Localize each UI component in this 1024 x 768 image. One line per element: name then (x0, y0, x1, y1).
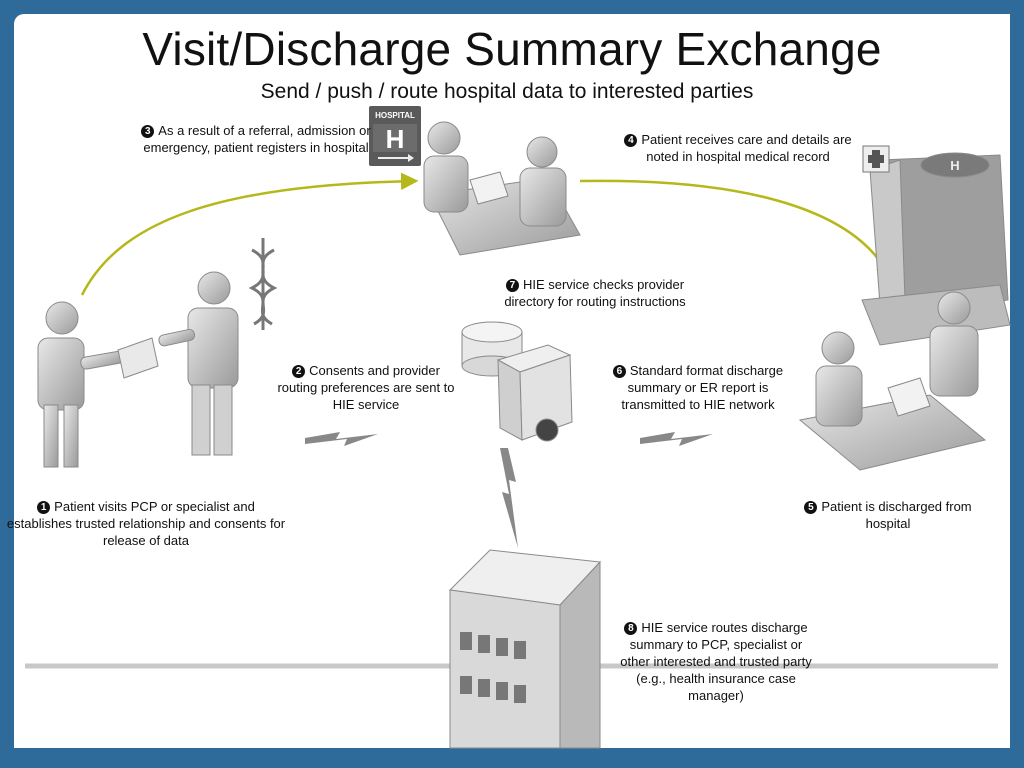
step-text: As a result of a referral, admission or … (143, 123, 371, 155)
helipad-letter: H (950, 158, 959, 173)
flow-arrow-registration-to-hospital (579, 179, 892, 282)
step-number: 5 (804, 501, 818, 514)
step-text: HIE service checks provider directory fo… (504, 277, 686, 309)
hie-server-icon (496, 344, 573, 442)
frame-strip (1010, 140, 1024, 345)
step-number: 1 (37, 501, 51, 514)
registrar-figure (423, 121, 469, 213)
registering-patient-figure (519, 136, 567, 227)
step-number: 8 (624, 622, 638, 635)
step-text: HIE service routes discharge summary to … (620, 620, 812, 703)
transmission-bolt-right (640, 432, 713, 446)
step-number: 7 (505, 279, 519, 292)
hospital-cross-icon (862, 145, 890, 173)
step-number: 6 (612, 365, 626, 378)
transmission-bolt-left (305, 432, 378, 446)
hospital-building (861, 152, 1011, 346)
clinic-doctor-figure (158, 271, 239, 456)
transmission-bolt-down (500, 448, 518, 548)
step-number: 4 (624, 134, 638, 147)
step-text: Patient receives care and details are no… (641, 132, 852, 164)
step-text: Patient visits PCP or specialist and est… (6, 499, 286, 548)
discharged-patient-figure (929, 291, 979, 397)
hospital-sign-letter: H (386, 124, 405, 154)
step-number: 2 (292, 365, 306, 378)
page-subtitle: Send / push / route hospital data to int… (260, 80, 754, 103)
step-text: Consents and provider routing preference… (277, 363, 455, 412)
hospital-sign-icon (369, 106, 421, 166)
discharge-clerk-figure (815, 331, 863, 427)
hospital-sign-label: HOSPITAL (375, 111, 415, 120)
step-number: 3 (141, 125, 155, 138)
page-title: Visit/Discharge Summary Exchange (142, 23, 882, 75)
caduceus-icon (248, 238, 278, 330)
registration-form (469, 171, 509, 205)
referral-document (117, 337, 159, 379)
discharge-document (887, 377, 931, 417)
step-text: Patient is discharged from hospital (821, 499, 972, 531)
clinic-patient-figure (37, 301, 126, 468)
flow-arrow-clinic-to-hospital (80, 172, 419, 296)
step-text: Standard format discharge summary or ER … (621, 363, 784, 412)
pcp-office-building (448, 549, 602, 749)
